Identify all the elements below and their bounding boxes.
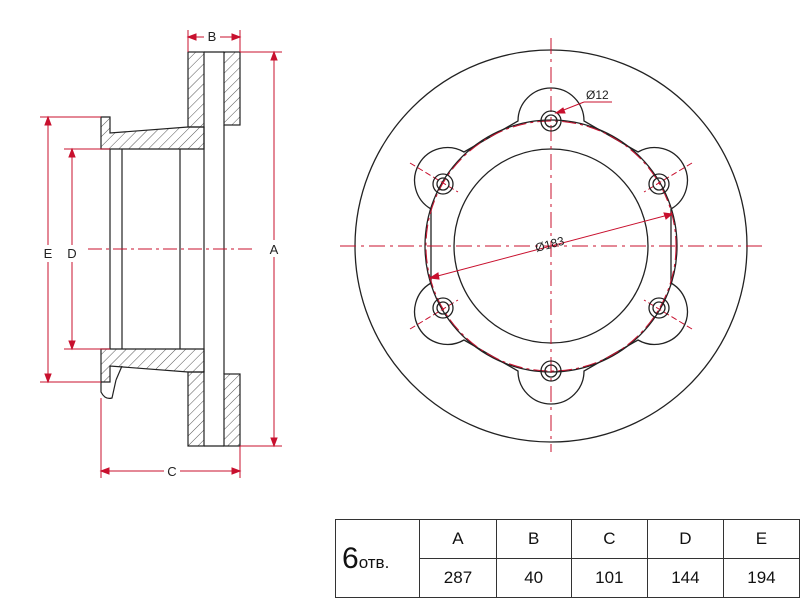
bolt-circle [425,120,677,372]
spec-table-value-row: 287 40 101 144 194 [336,558,800,598]
bolt-circle-dimension [428,212,674,280]
hole-count-cell: 6отв. [334,519,421,598]
spec-table-header-row: 6отв. A B C D E [334,519,800,598]
hole-unit: отв. [358,552,390,572]
dim-label-c: C [167,464,176,479]
bolt-hole [540,110,562,132]
table-header-d: D [646,519,724,559]
side-view: B A C E D [40,29,282,480]
side-section-hatching [100,51,241,447]
hole-diameter-label: Ø12 [586,88,609,102]
spec-table: 6отв. A B C D E 287 40 101 144 194 [334,519,800,598]
table-header-a: A [419,519,497,559]
table-header-c: C [570,519,648,559]
bolt-hole [540,360,562,382]
bolt-hole [648,173,670,195]
dim-label-e: E [44,246,53,261]
table-header-e: E [722,519,800,559]
hole-diameter-leader [554,101,612,114]
bolt-circle-label: Ø183 [534,234,566,255]
dim-label-a: A [270,242,279,257]
table-value-d: 144 [646,558,724,598]
front-view: Ø12 Ø183 [340,38,766,452]
table-value-c: 101 [570,558,648,598]
table-header-b: B [495,519,572,559]
hole-count: 6 [342,541,359,575]
bolt-holes [432,110,670,382]
dim-label-b: B [208,29,217,44]
bolt-hole [432,173,454,195]
dim-label-d: D [67,246,76,261]
bolt-hole [432,297,454,319]
table-value-a: 287 [419,558,497,598]
bolt-hole [648,297,670,319]
table-value-e: 194 [722,558,800,598]
table-value-b: 40 [495,558,572,598]
hole-center-lines [409,162,693,330]
